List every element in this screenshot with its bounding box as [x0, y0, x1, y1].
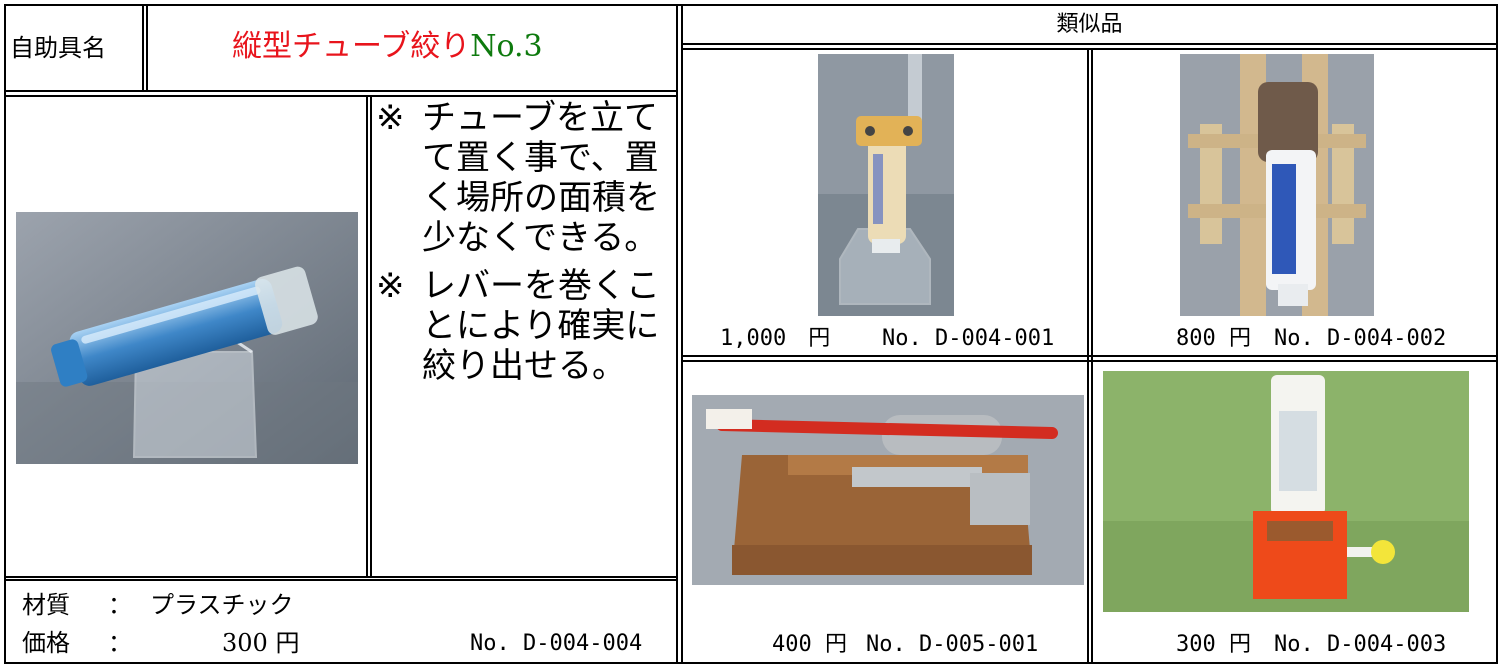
similar-item-price: 300 円 [1176, 632, 1251, 657]
item-name-label: 自助具名 [10, 34, 106, 62]
note-text: チューブを立てて置く事で、置く場所の面積を少なくできる。 [422, 98, 660, 258]
product-notes: ※ チューブを立てて置く事で、置く場所の面積を少なくできる。 ※ レバーを巻くこ… [376, 98, 674, 394]
similar-item-price: 800 円 [1176, 326, 1251, 351]
similar-item-price: 1,000 円 [720, 326, 831, 351]
title-name: 縦型チューブ絞り [232, 29, 471, 64]
note-item: ※ レバーを巻くことにより確実に絞り出せる。 [376, 266, 674, 386]
similar-item-price: 400 円 [772, 632, 847, 657]
similar-item-photo [692, 395, 1084, 585]
main-product-photo [16, 212, 358, 464]
note-mark: ※ [376, 98, 405, 138]
price-value: 300 円 [222, 629, 300, 657]
title-number: No.3 [470, 29, 543, 64]
similar-item-code: No. D-004-003 [1274, 632, 1447, 657]
similar-item-photo [1180, 54, 1374, 316]
similar-item-code: No. D-004-002 [1274, 326, 1447, 351]
similar-item-code: No. D-004-001 [882, 326, 1055, 351]
note-text: レバーを巻くことにより確実に絞り出せる。 [422, 266, 660, 386]
material-value: プラスチック [150, 591, 294, 619]
material-separator: ： [108, 591, 132, 619]
product-code: No. D-004-004 [470, 631, 643, 656]
similar-item-photo [1103, 371, 1469, 612]
similar-item-code: No. D-005-001 [866, 632, 1039, 657]
material-label: 材質 [22, 591, 70, 619]
price-separator: ： [108, 629, 132, 657]
note-item: ※ チューブを立てて置く事で、置く場所の面積を少なくできる。 [376, 98, 674, 258]
page-title: 縦型チューブ絞りNo.3 [232, 32, 543, 62]
similar-products-heading: 類似品 [1056, 12, 1123, 37]
note-mark: ※ [376, 266, 405, 306]
price-label: 価格 [22, 629, 70, 657]
similar-item-photo [818, 54, 954, 316]
